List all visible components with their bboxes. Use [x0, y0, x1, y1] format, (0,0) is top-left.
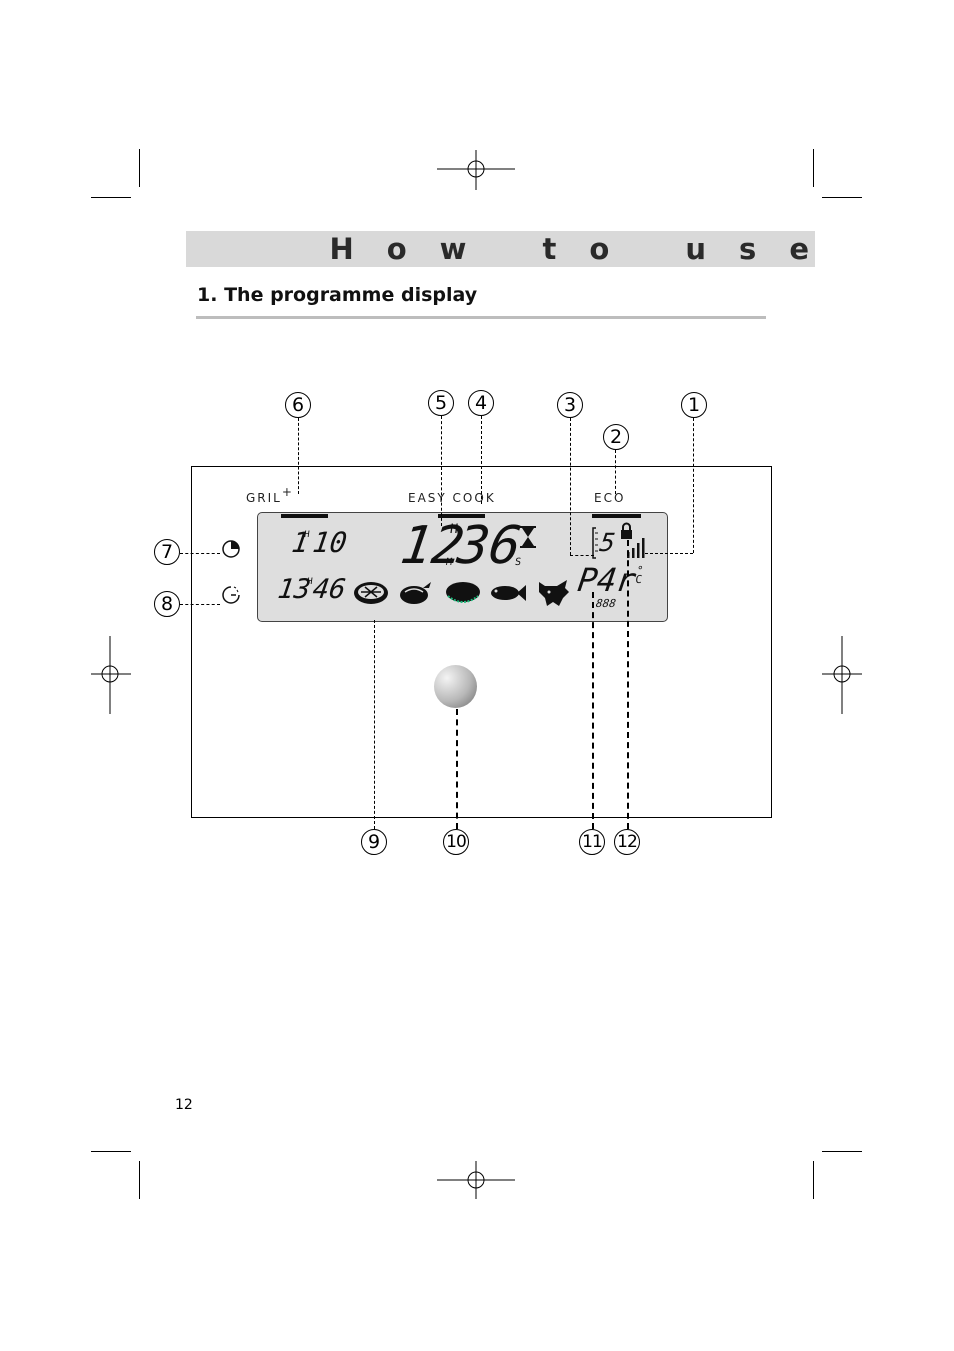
crop-mark — [822, 197, 862, 198]
leader-line-3-horizontal — [570, 555, 594, 556]
leader-line-8 — [180, 604, 220, 605]
fish-icon — [491, 585, 526, 601]
eco-label: ECO — [594, 491, 626, 505]
leader-line-7 — [180, 553, 220, 554]
lcd-display — [257, 512, 668, 622]
leader-line-11 — [592, 592, 594, 829]
registration-target-left — [91, 636, 131, 714]
beef-icon — [539, 580, 569, 606]
control-knob[interactable] — [434, 665, 477, 708]
gril-plus-label: + — [281, 485, 292, 499]
pizza-icon — [354, 582, 388, 604]
callout-12: 12 — [614, 829, 640, 855]
end-time-clock-icon — [222, 586, 240, 604]
callout-3: 3 — [557, 392, 583, 418]
callout-8: 8 — [154, 591, 180, 617]
cook-time-minutes: 10 — [310, 526, 350, 559]
cake-icon — [446, 582, 480, 603]
crop-mark — [91, 1151, 131, 1152]
crop-mark — [139, 1161, 140, 1199]
page-number: 12 — [175, 1097, 193, 1113]
end-time-minutes: 46 — [310, 574, 348, 605]
eco-indicator-bar — [592, 514, 641, 518]
registration-target-bottom — [437, 1161, 515, 1199]
section-heading: 1. The programme display — [197, 284, 477, 306]
crop-mark — [139, 149, 140, 187]
callout-4: 4 — [468, 390, 494, 416]
callout-9: 9 — [361, 829, 387, 855]
power-level-bracket-icon — [592, 527, 598, 559]
registration-target-top — [437, 150, 515, 190]
callout-6: 6 — [285, 392, 311, 418]
callout-11: 11 — [579, 829, 605, 855]
lock-icon — [621, 522, 632, 539]
easy-cook-indicator-bar — [438, 514, 485, 518]
header-band: How to use — [186, 231, 815, 267]
callout-2: 2 — [603, 424, 629, 450]
leader-line-12 — [627, 540, 629, 829]
gril-indicator-bar — [281, 514, 328, 518]
callout-10: 10 — [443, 829, 469, 855]
callout-1: 1 — [681, 392, 707, 418]
hourglass-icon — [520, 526, 536, 548]
crop-mark — [822, 1151, 862, 1152]
leader-line-3-vertical — [570, 418, 571, 555]
leader-line-9 — [374, 620, 375, 829]
poultry-icon — [400, 582, 431, 604]
leader-line-5 — [441, 416, 442, 526]
callout-7: 7 — [154, 539, 180, 565]
section-underline — [196, 316, 766, 319]
callout-5: 5 — [428, 390, 454, 416]
easy-cook-label: EASY COOK — [408, 491, 496, 505]
leader-line-10 — [456, 709, 458, 829]
leader-line-2 — [615, 450, 616, 494]
crop-mark — [813, 149, 814, 187]
leader-line-4 — [481, 416, 482, 504]
registration-target-right — [822, 636, 862, 714]
leader-line-6 — [298, 418, 299, 494]
gril-label: GRIL+ — [246, 485, 292, 505]
crop-mark — [813, 1161, 814, 1199]
leader-line-1-horizontal — [645, 553, 693, 554]
leader-line-1-vertical — [693, 418, 694, 553]
page-title: How to use — [329, 232, 842, 266]
section-number: 1. — [197, 284, 218, 306]
crop-mark — [91, 197, 131, 198]
cooking-time-clock-icon — [222, 540, 240, 558]
weight-readout: 888 — [595, 597, 617, 610]
section-title: The programme display — [224, 284, 478, 306]
